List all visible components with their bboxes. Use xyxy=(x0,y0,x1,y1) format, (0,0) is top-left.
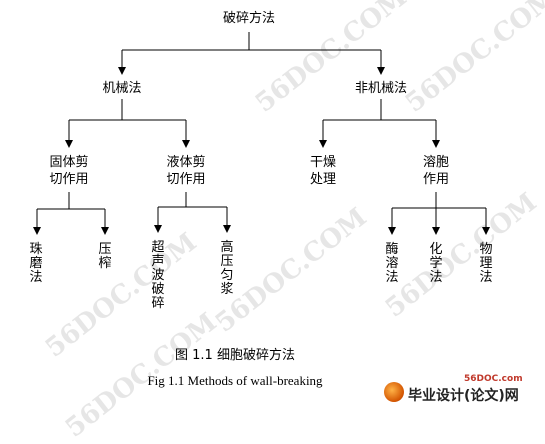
leaf-ultrasonic: 超声波破碎 xyxy=(151,240,165,311)
node-cell-lysis: 溶胞作用 xyxy=(422,155,449,187)
leaf-press: 压榨 xyxy=(98,242,112,271)
figure-caption-zh: 图 1.1 细胞破碎方法 xyxy=(175,348,295,363)
node-mechanical: 机械法 xyxy=(102,81,142,96)
node-root: 破碎方法 xyxy=(222,11,275,26)
node-drying: 干燥处理 xyxy=(309,155,336,187)
node-solid-shear: 固体剪切作用 xyxy=(49,155,89,187)
node-non-mechanical: 非机械法 xyxy=(354,81,407,96)
leaf-chemical: 化学法 xyxy=(429,242,443,285)
logo-text: 毕业设计(论文)网 xyxy=(408,388,519,404)
logo-url: 56DOC.com xyxy=(464,374,523,384)
leaf-enzymatic: 酶溶法 xyxy=(385,242,399,285)
node-liquid-shear: 液体剪切作用 xyxy=(166,155,206,187)
leaf-physical: 物理法 xyxy=(479,242,493,285)
logo-icon xyxy=(384,382,404,402)
leaf-homogenizer: 高压匀浆 xyxy=(220,240,234,297)
diagram-connectors xyxy=(33,32,490,235)
site-logo: 56DOC.com 毕业设计(论文)网 xyxy=(380,374,545,405)
leaf-bead-mill: 珠磨法 xyxy=(29,242,43,285)
figure-caption-en: Fig 1.1 Methods of wall-breaking xyxy=(147,373,323,388)
